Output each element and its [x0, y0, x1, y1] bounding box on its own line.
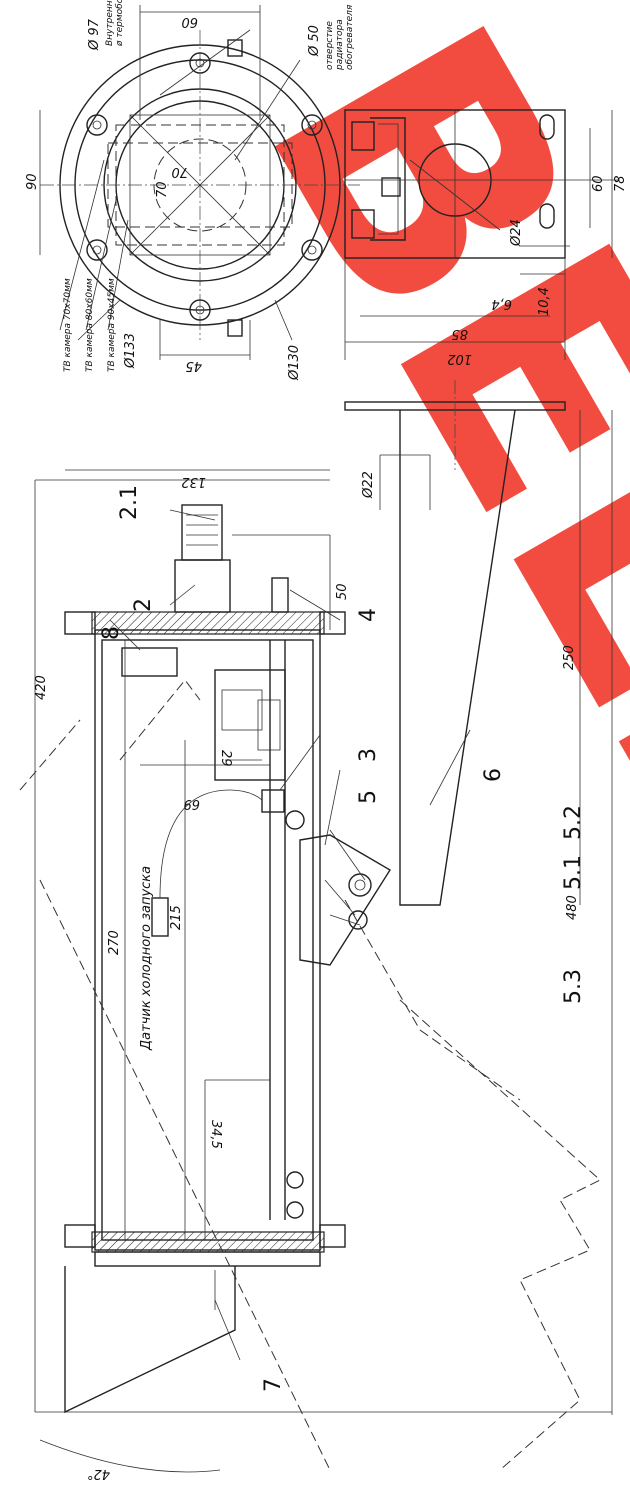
- dim-78: 78: [613, 175, 628, 192]
- sun-hood-7: [64, 1266, 236, 1414]
- dim-420: 420: [34, 675, 49, 700]
- callout-4: 4: [356, 608, 381, 622]
- callout-3: 3: [356, 748, 381, 762]
- dim-42-deg: 42°: [87, 1466, 110, 1481]
- dim-d97: Ø 97: [87, 18, 102, 51]
- flange-tab-bottom: [227, 319, 243, 337]
- screw-c: [286, 1201, 304, 1219]
- rotated-outline-bottom: [39, 879, 601, 1471]
- dim-90: 90: [25, 173, 40, 190]
- note-hole-3: обогревателя: [345, 4, 355, 70]
- front-cap-hatch: [91, 1231, 325, 1253]
- dim-85: 85: [451, 326, 468, 341]
- note-camera-90x45: ТВ камера 90х45мм: [107, 278, 117, 372]
- housing-inner: [101, 639, 314, 1241]
- sensor-cable: [159, 789, 263, 899]
- bracket-slot-1: [539, 114, 555, 140]
- dim-d24: Ø24: [509, 219, 524, 247]
- dim-60-right: 60: [591, 175, 606, 192]
- bracket-slot-2: [539, 203, 555, 229]
- rear-cap-hatch: [91, 611, 325, 635]
- callout-labels: 2.1 2 8 4 3 5 6 5.2 5.1 5.3 7: [99, 485, 586, 1392]
- dim-d50: Ø 50: [307, 25, 322, 57]
- note-camera-80x60: ТВ камера 80х60мм: [85, 278, 95, 372]
- flange-front-view: [39, 5, 360, 360]
- callout-5: 5: [356, 790, 381, 804]
- bracket-side-view: [344, 109, 620, 360]
- dim-70-b: 70: [155, 181, 170, 198]
- ground-post-4: [271, 577, 289, 613]
- dim-69: 69: [183, 796, 200, 811]
- dim-d22: Ø22: [361, 471, 376, 499]
- u-bolt: [370, 117, 406, 241]
- note-hole-1: отверстие: [325, 21, 335, 70]
- dim-d133: Ø133: [123, 333, 138, 369]
- dimension-labels: 60 Ø 97 Ø 50 90 70 70 45 Ø133 Ø130 Ø24 6…: [25, 14, 628, 1481]
- callout-5-1: 5.1: [561, 855, 586, 890]
- side-view: [19, 380, 613, 1473]
- callout-7: 7: [261, 1378, 286, 1392]
- dim-480: 480: [565, 895, 580, 920]
- mount-arm-6: [399, 409, 516, 906]
- note-inner-2: ø термобокса: [115, 0, 125, 47]
- callout-2: 2: [131, 598, 156, 612]
- housing-body: [94, 629, 321, 1251]
- note-labels: Внутренний ø термобокса отверстие радиат…: [63, 0, 355, 1051]
- dim-6-4: 6,4: [491, 296, 512, 311]
- rear-flange-right: [319, 611, 346, 635]
- note-inner-1: Внутренний: [105, 0, 115, 46]
- callout-5-3: 5.3: [561, 969, 586, 1004]
- screw-a: [285, 810, 305, 830]
- dim-29: 29: [218, 750, 233, 767]
- mount-plate-5: [299, 834, 391, 966]
- callout-5-2: 5.2: [561, 805, 586, 840]
- center-nut: [381, 177, 401, 197]
- front-lip: [94, 1251, 321, 1267]
- dim-102: 102: [447, 351, 472, 366]
- flange-tab-top: [227, 39, 243, 57]
- connector-2: [174, 559, 231, 613]
- screw-b: [286, 1171, 304, 1189]
- bolt-5-2: [348, 873, 372, 897]
- rear-flange-left: [64, 611, 96, 635]
- note-hole-2: радиатора: [335, 19, 345, 71]
- dim-34-5: 34,5: [208, 1120, 223, 1149]
- front-flange-left: [64, 1224, 96, 1248]
- clamp-nut-1: [351, 121, 375, 151]
- dim-250: 250: [562, 645, 577, 670]
- part-8-block: [121, 647, 178, 677]
- bolt-5-3: [348, 910, 368, 930]
- dim-70-a: 70: [171, 164, 188, 179]
- rotated-outline-mid: [344, 899, 521, 1101]
- note-camera-70x70: ТВ камера 70х70мм: [63, 278, 73, 372]
- dim-50-side: 50: [335, 583, 350, 600]
- callout-2-1: 2.1: [117, 485, 142, 520]
- dim-10-4: 10,4: [537, 287, 552, 316]
- diag-2: [129, 114, 271, 256]
- flange-bolts: [86, 52, 323, 321]
- dim-132: 132: [181, 474, 206, 489]
- connector-2-1: [181, 504, 223, 561]
- callout-8: 8: [99, 626, 124, 640]
- callout-6: 6: [481, 768, 506, 782]
- dim-215: 215: [169, 905, 184, 930]
- dim-270: 270: [107, 930, 122, 955]
- clamp-nut-2: [351, 209, 375, 239]
- dim-d130: Ø130: [287, 345, 302, 381]
- front-flange-right: [319, 1224, 346, 1248]
- dim-45: 45: [185, 358, 202, 373]
- rotated-outline-top: [19, 679, 201, 791]
- sensor-body: [151, 897, 169, 937]
- note-cold-start-sensor: Датчик холодного запуска: [139, 866, 154, 1051]
- part-3: [261, 789, 285, 813]
- dim-60-top: 60: [181, 14, 198, 29]
